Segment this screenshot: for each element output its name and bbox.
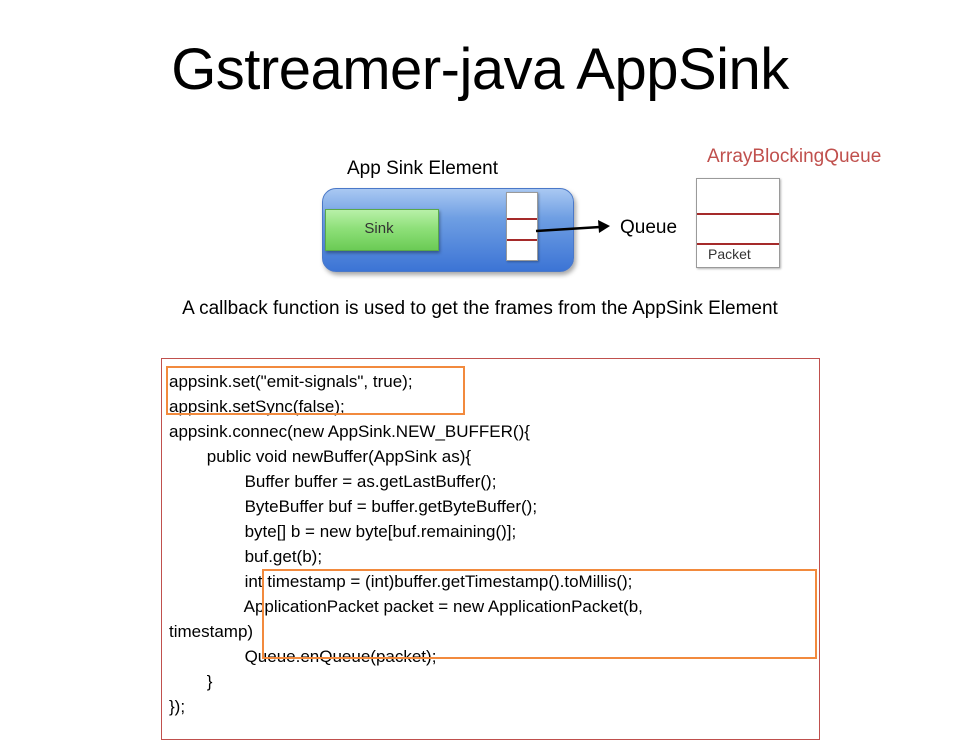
code-line: public void newBuffer(AppSink as){ <box>169 447 472 466</box>
sink-pad-box <box>325 209 439 251</box>
code-line: int timestamp = (int)buffer.getTimestamp… <box>169 572 633 591</box>
code-line: }); <box>169 697 186 716</box>
queue-label: Queue <box>620 217 678 238</box>
buffer-slot-divider <box>507 239 537 241</box>
timestamp-highlight-box <box>262 569 817 659</box>
queue-slot-divider <box>697 213 779 215</box>
array-blocking-queue-label: ArrayBlockingQueue <box>707 146 882 167</box>
packet-label: Packet <box>708 246 751 262</box>
code-line: ByteBuffer buf = buffer.getByteBuffer(); <box>169 497 538 516</box>
buffer-stack <box>506 192 538 261</box>
code-box <box>161 358 820 740</box>
code-line: appsink.setSync(false); <box>169 397 345 416</box>
sink-pad-label: Sink <box>364 220 394 237</box>
arrow-right-icon <box>535 220 610 233</box>
callback-caption: A callback function is used to get the f… <box>182 298 778 319</box>
code-line: appsink.set("emit-signals", true); <box>169 372 413 391</box>
code-line: } <box>169 672 213 691</box>
code-line: byte[] b = new byte[buf.remaining()]; <box>169 522 517 541</box>
code-line: buf.get(b); <box>169 547 323 566</box>
signals-highlight-box <box>166 366 465 415</box>
code-line: ApplicationPacket packet = new Applicati… <box>169 597 643 616</box>
queue-slot-divider <box>697 243 779 245</box>
code-line: appsink.connec(new AppSink.NEW_BUFFER(){ <box>169 422 530 441</box>
code-line: timestamp) <box>169 622 254 641</box>
code-line: Buffer buffer = as.getLastBuffer(); <box>169 472 497 491</box>
code-line: Queue.enQueue(packet); <box>169 647 437 666</box>
buffer-slot-divider <box>507 218 537 220</box>
array-blocking-queue-box <box>696 178 780 268</box>
app-sink-element-label: App Sink Element <box>347 158 499 179</box>
slide-title: Gstreamer-java AppSink <box>171 37 789 102</box>
